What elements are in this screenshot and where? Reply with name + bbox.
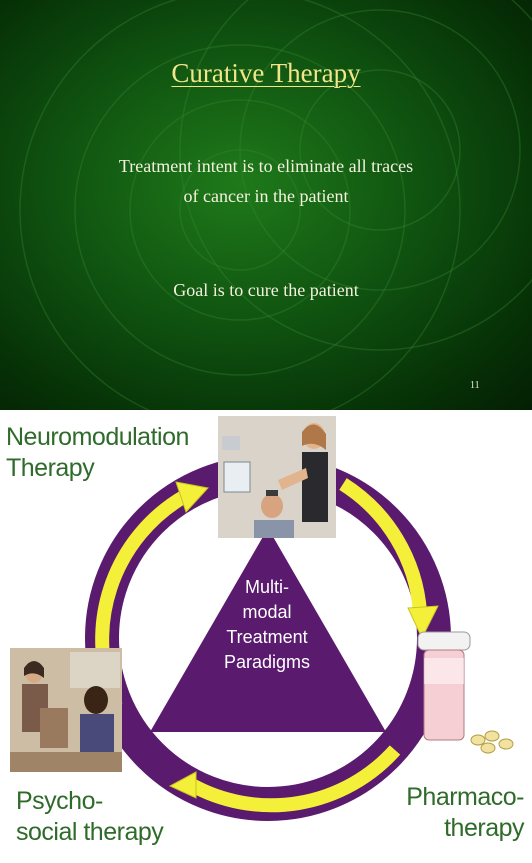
center-label-line-1: Multi- xyxy=(245,577,289,597)
psychosocial-label-line-1: Psycho- xyxy=(16,787,103,815)
arrow-right-shaft xyxy=(339,478,427,613)
treatment-intent-line-1: Treatment intent is to eliminate all tra… xyxy=(118,156,414,176)
slide-number: 11 xyxy=(470,380,480,391)
center-label-line-2: modal xyxy=(242,602,292,622)
center-label: Multi- modal Treatment Paradigms xyxy=(212,575,322,675)
arrow-right-head xyxy=(407,605,439,640)
goal-line: Goal is to cure the patient xyxy=(173,280,359,300)
psychosocial-label: Psycho- social therapy xyxy=(16,786,164,848)
pill-bottle-image xyxy=(417,631,514,754)
arrow-left-head xyxy=(175,481,209,513)
neuromodulation-label: Neuromodulation Therapy xyxy=(6,422,189,484)
arrow-bottom-head xyxy=(168,771,197,799)
pharmacotherapy-label-line-1: Pharmaco- xyxy=(406,783,524,811)
neuromodulation-label-line-2: Therapy xyxy=(6,454,95,482)
pharmacotherapy-label: Pharmaco- therapy xyxy=(406,782,524,844)
neuromodulation-label-line-1: Neuromodulation xyxy=(6,423,189,451)
arrow-bottom-shaft xyxy=(186,745,401,813)
curative-therapy-slide: Curative Therapy Treatment intent is to … xyxy=(0,0,532,410)
center-triangle xyxy=(150,528,386,732)
center-label-line-3: Treatment xyxy=(226,627,308,647)
center-label-line-4: Paradigms xyxy=(223,652,311,672)
slide-title: Curative Therapy xyxy=(171,58,361,88)
psychosocial-label-line-2: social therapy xyxy=(16,818,164,846)
multimodal-treatment-slide: Multi- modal Treatment Paradigms Neuromo… xyxy=(0,410,532,863)
pharmacotherapy-label-line-2: therapy xyxy=(444,814,524,842)
decorative-rings xyxy=(19,0,532,410)
psychosocial-therapy-photo xyxy=(10,648,122,772)
treatment-intent-line-2: of cancer in the patient xyxy=(183,186,349,206)
neuromodulation-photo xyxy=(218,416,336,538)
